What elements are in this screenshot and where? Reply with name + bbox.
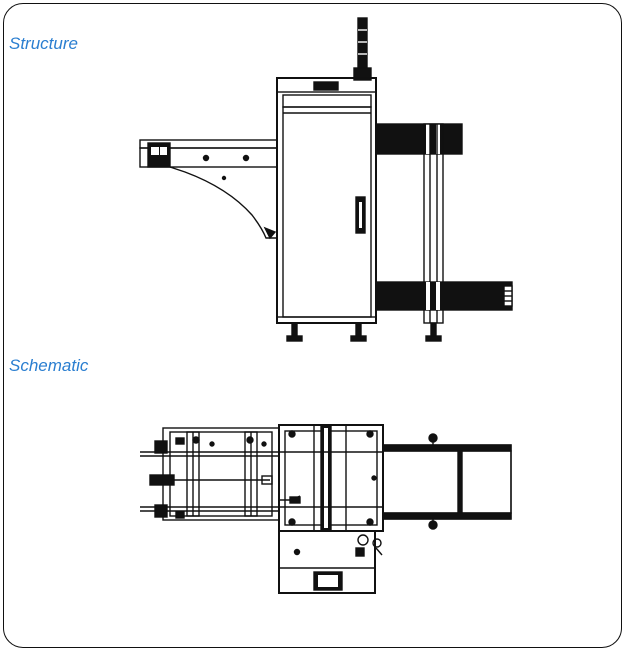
feet [286, 322, 442, 342]
section-title-structure: Structure [9, 34, 78, 53]
section-title-schematic: Schematic [9, 356, 89, 375]
main-cabinet [276, 77, 377, 324]
loading-arm [139, 139, 278, 240]
right-conveyor [375, 123, 513, 324]
signal-tower [353, 17, 372, 81]
